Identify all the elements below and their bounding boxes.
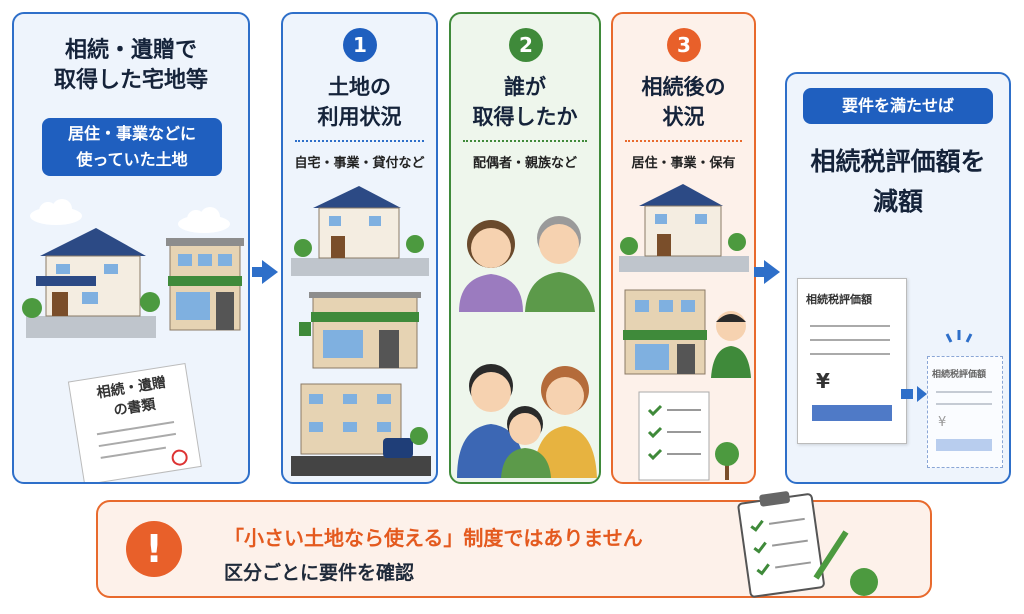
couple-illustration bbox=[459, 216, 595, 312]
panel-result: 要件を満たせば 相続税評価額を 減額 相続税評価額 ¥ 相続税評価額 ¥ bbox=[785, 72, 1011, 484]
divider bbox=[295, 140, 424, 142]
cloud-icon bbox=[178, 207, 230, 233]
shop-icon bbox=[299, 292, 421, 369]
valuation-document-small: 相続税評価額 ¥ bbox=[927, 356, 1003, 468]
divider bbox=[625, 140, 742, 142]
flow-arrow bbox=[754, 260, 780, 284]
flow-arrow bbox=[252, 260, 278, 284]
text-line bbox=[810, 339, 890, 341]
panel-who-acquired: 2 誰が 取得したか 配偶者・親族など bbox=[449, 12, 601, 484]
valuation-document-large: 相続税評価額 ¥ bbox=[797, 278, 907, 444]
warning-banner: ! 「小さい土地なら使える」制度ではありません 区分ごとに要件を確認 bbox=[96, 491, 932, 598]
panel-subtitle: 居住・事業・保有 bbox=[631, 156, 736, 171]
panel-title: 相続後の 状況 bbox=[641, 75, 726, 129]
panel-subtitle: 自宅・事業・貸付など bbox=[294, 156, 425, 171]
yen-symbol: ¥ bbox=[816, 369, 830, 393]
shop-owner-icon bbox=[623, 289, 751, 378]
text-line bbox=[810, 325, 890, 327]
value-bar bbox=[812, 405, 892, 421]
text-line bbox=[810, 353, 890, 355]
family-illustration bbox=[457, 364, 597, 478]
house-icon bbox=[291, 186, 429, 276]
text-line bbox=[936, 391, 992, 393]
panel-title: 相続税評価額を 減額 bbox=[810, 147, 986, 216]
apartment-icon bbox=[291, 383, 431, 476]
document-title: 相続税評価額 bbox=[932, 370, 987, 380]
cloud-icon bbox=[30, 199, 82, 225]
reduction-arrow bbox=[901, 386, 927, 402]
shop-icon bbox=[166, 238, 244, 331]
panel-title: 誰が 取得したか bbox=[472, 75, 578, 129]
house-icon bbox=[22, 228, 160, 338]
panel-title: 相続・遺贈で 取得した宅地等 bbox=[53, 38, 208, 93]
requirements-pill: 要件を満たせば bbox=[803, 88, 993, 124]
house-icon bbox=[619, 184, 749, 272]
yen-symbol: ¥ bbox=[938, 415, 947, 430]
warning-headline: 「小さい土地なら使える」制度ではありません bbox=[224, 526, 643, 550]
value-bar bbox=[936, 439, 992, 451]
clipboard-checklist-icon bbox=[737, 491, 878, 598]
warning-subline: 区分ごとに要件を確認 bbox=[224, 562, 415, 584]
document-title: 相続税評価額 bbox=[806, 293, 872, 306]
inheritance-document-icon bbox=[67, 363, 202, 482]
divider bbox=[463, 140, 587, 142]
panel-title: 土地の 利用状況 bbox=[317, 75, 402, 129]
text-line bbox=[936, 403, 992, 405]
step-number: 3 bbox=[667, 28, 701, 62]
warning-icon: ! bbox=[126, 521, 182, 577]
step-number: 2 bbox=[509, 28, 543, 62]
panel-subtitle: 配偶者・親族など bbox=[472, 156, 577, 171]
checklist-icon bbox=[638, 391, 739, 481]
panel-inherited-land: 相続・遺贈で 取得した宅地等 居住・事業などに 使っていた土地 bbox=[12, 12, 250, 484]
panel-land-use: 1 土地の 利用状況 自宅・事業・貸付など bbox=[281, 12, 438, 484]
step-number: 1 bbox=[343, 28, 377, 62]
panel-post-inheritance: 3 相続後の 状況 居住・事業・保有 bbox=[611, 12, 756, 484]
sparkle-icon bbox=[945, 330, 973, 343]
land-use-pill: 居住・事業などに 使っていた土地 bbox=[42, 118, 222, 176]
